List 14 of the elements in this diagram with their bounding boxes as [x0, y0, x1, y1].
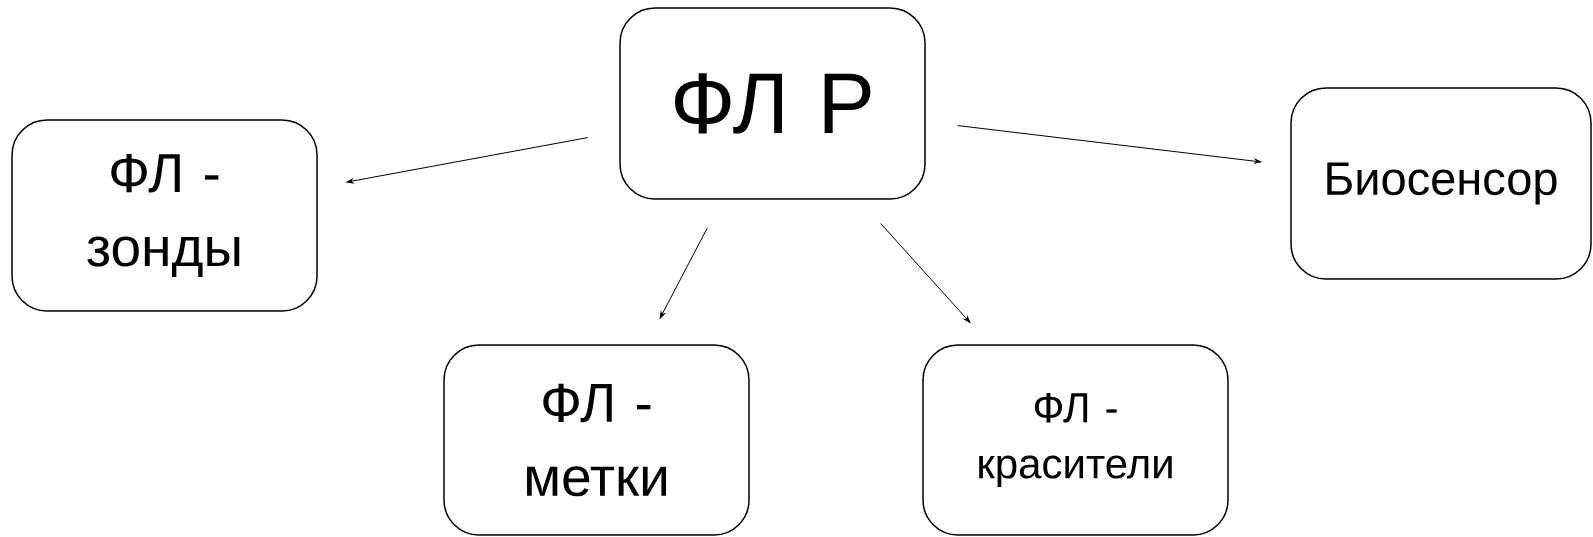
box-label: ФЛ - зонды [87, 153, 240, 277]
arrow [957, 125, 1262, 164]
arrow [659, 227, 708, 319]
box-label: Биосенсор [1327, 162, 1557, 205]
box-label: ФЛ - метки [527, 383, 667, 497]
arrow [346, 137, 589, 184]
process-box [1290, 87, 1592, 280]
process-box [619, 7, 926, 200]
box-label: ФЛ Р [674, 73, 871, 134]
process-box [922, 344, 1229, 536]
process-box [443, 344, 750, 536]
box-label: ФЛ - красители [979, 393, 1172, 487]
process-box [11, 119, 318, 312]
arrow [880, 223, 971, 323]
